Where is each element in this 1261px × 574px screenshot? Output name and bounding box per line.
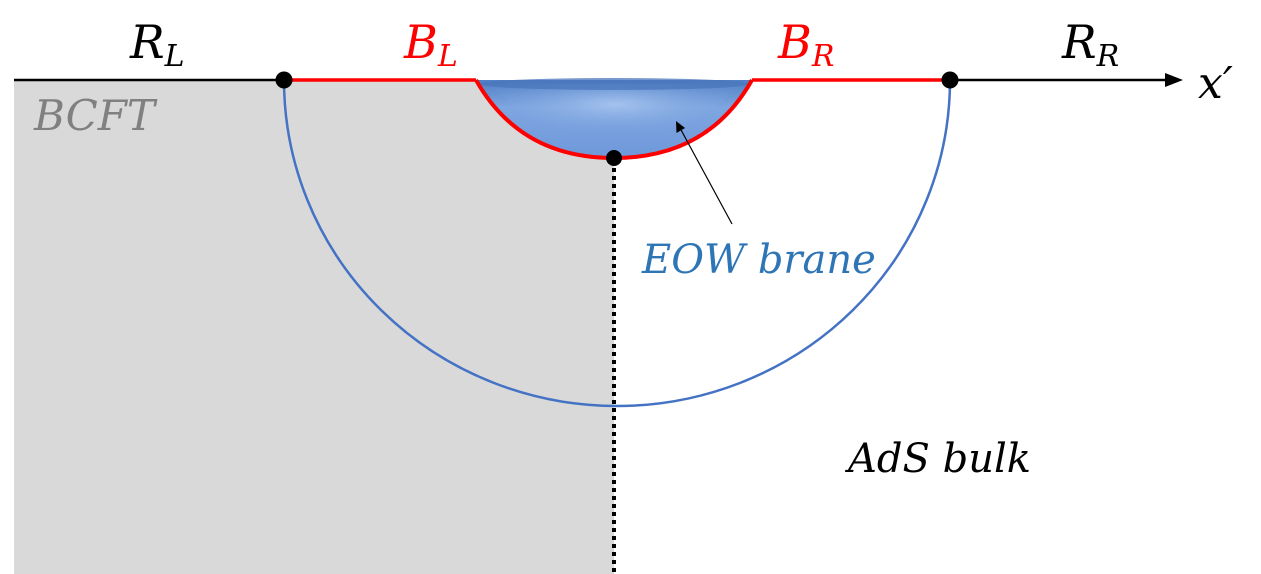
eow-pointer-line bbox=[679, 127, 733, 225]
label-r-right: RR bbox=[1061, 15, 1119, 74]
endpoint-right bbox=[941, 71, 959, 89]
label-b-right: BR bbox=[777, 15, 834, 74]
label-ads-bulk: AdS bulk bbox=[844, 436, 1031, 482]
endpoint-left bbox=[275, 71, 293, 89]
bulk-geodesic-arc bbox=[282, 79, 952, 408]
axis-arrowhead bbox=[1165, 73, 1183, 87]
label-b-left: BL bbox=[403, 15, 458, 74]
label-axis: x′ bbox=[1198, 58, 1233, 109]
eow-pointer-arrowhead bbox=[676, 121, 685, 133]
eow-brane-rim bbox=[478, 78, 750, 90]
label-r-left: RL bbox=[129, 15, 185, 74]
label-eow-brane: EOW brane bbox=[641, 237, 876, 283]
label-bcft: BCFT bbox=[33, 91, 158, 140]
bcft-region bbox=[14, 80, 614, 574]
brane-bottom-point bbox=[606, 150, 622, 166]
